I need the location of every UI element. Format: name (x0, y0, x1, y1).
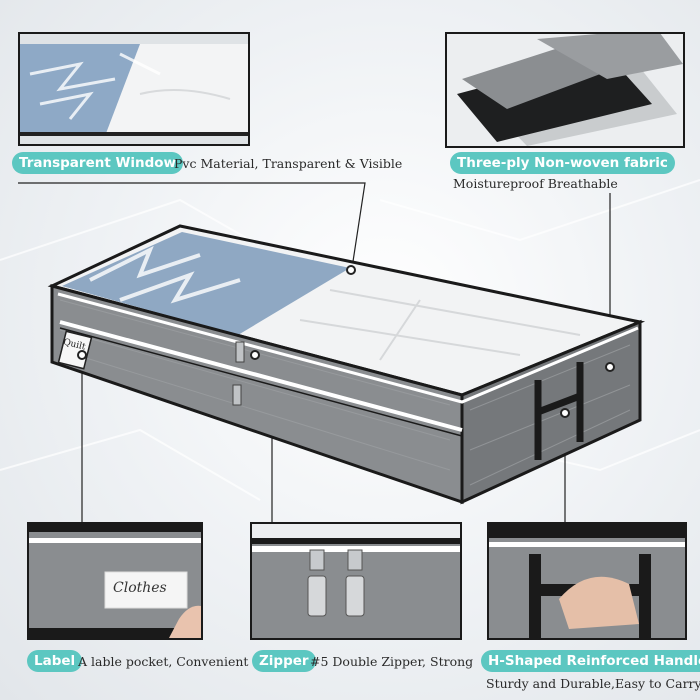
feature-window-title: Transparent Window (12, 152, 184, 174)
window-callout-dot (346, 265, 356, 275)
feature-window-desc: Pvc Material, Transparent & Visible (174, 156, 403, 171)
fabric-closeup-art (447, 34, 683, 146)
feature-label-title: Label (27, 650, 83, 672)
feature-handle-title: H-Shaped Reinforced Handle (481, 650, 700, 672)
feature-fabric-title: Three-ply Non-woven fabric (450, 152, 675, 174)
handle-closeup-art (489, 524, 685, 638)
zipper-callout-dot (250, 350, 260, 360)
feature-fabric-desc: Moistureproof Breathable (453, 176, 618, 191)
fabric-closeup-image (445, 32, 685, 148)
label-card-text: Clothes (113, 580, 167, 596)
feature-zipper-desc: #5 Double Zipper, Strong (310, 654, 474, 669)
feature-label-desc: A lable pocket, Convenient (78, 654, 249, 669)
label-closeup-image: Clothes (27, 522, 203, 640)
fabric-callout-dot (605, 362, 615, 372)
label-closeup-art (29, 524, 201, 638)
label-callout-dot (77, 350, 87, 360)
window-closeup-image (18, 32, 250, 146)
feature-zipper-title: Zipper (252, 650, 316, 672)
handle-callout-dot (560, 408, 570, 418)
zipper-closeup-image (250, 522, 462, 640)
window-closeup-art (20, 34, 248, 144)
zipper-closeup-art (252, 524, 460, 638)
feature-handle-desc: Sturdy and Durable,Easy to Carry (486, 676, 700, 691)
handle-closeup-image (487, 522, 687, 640)
